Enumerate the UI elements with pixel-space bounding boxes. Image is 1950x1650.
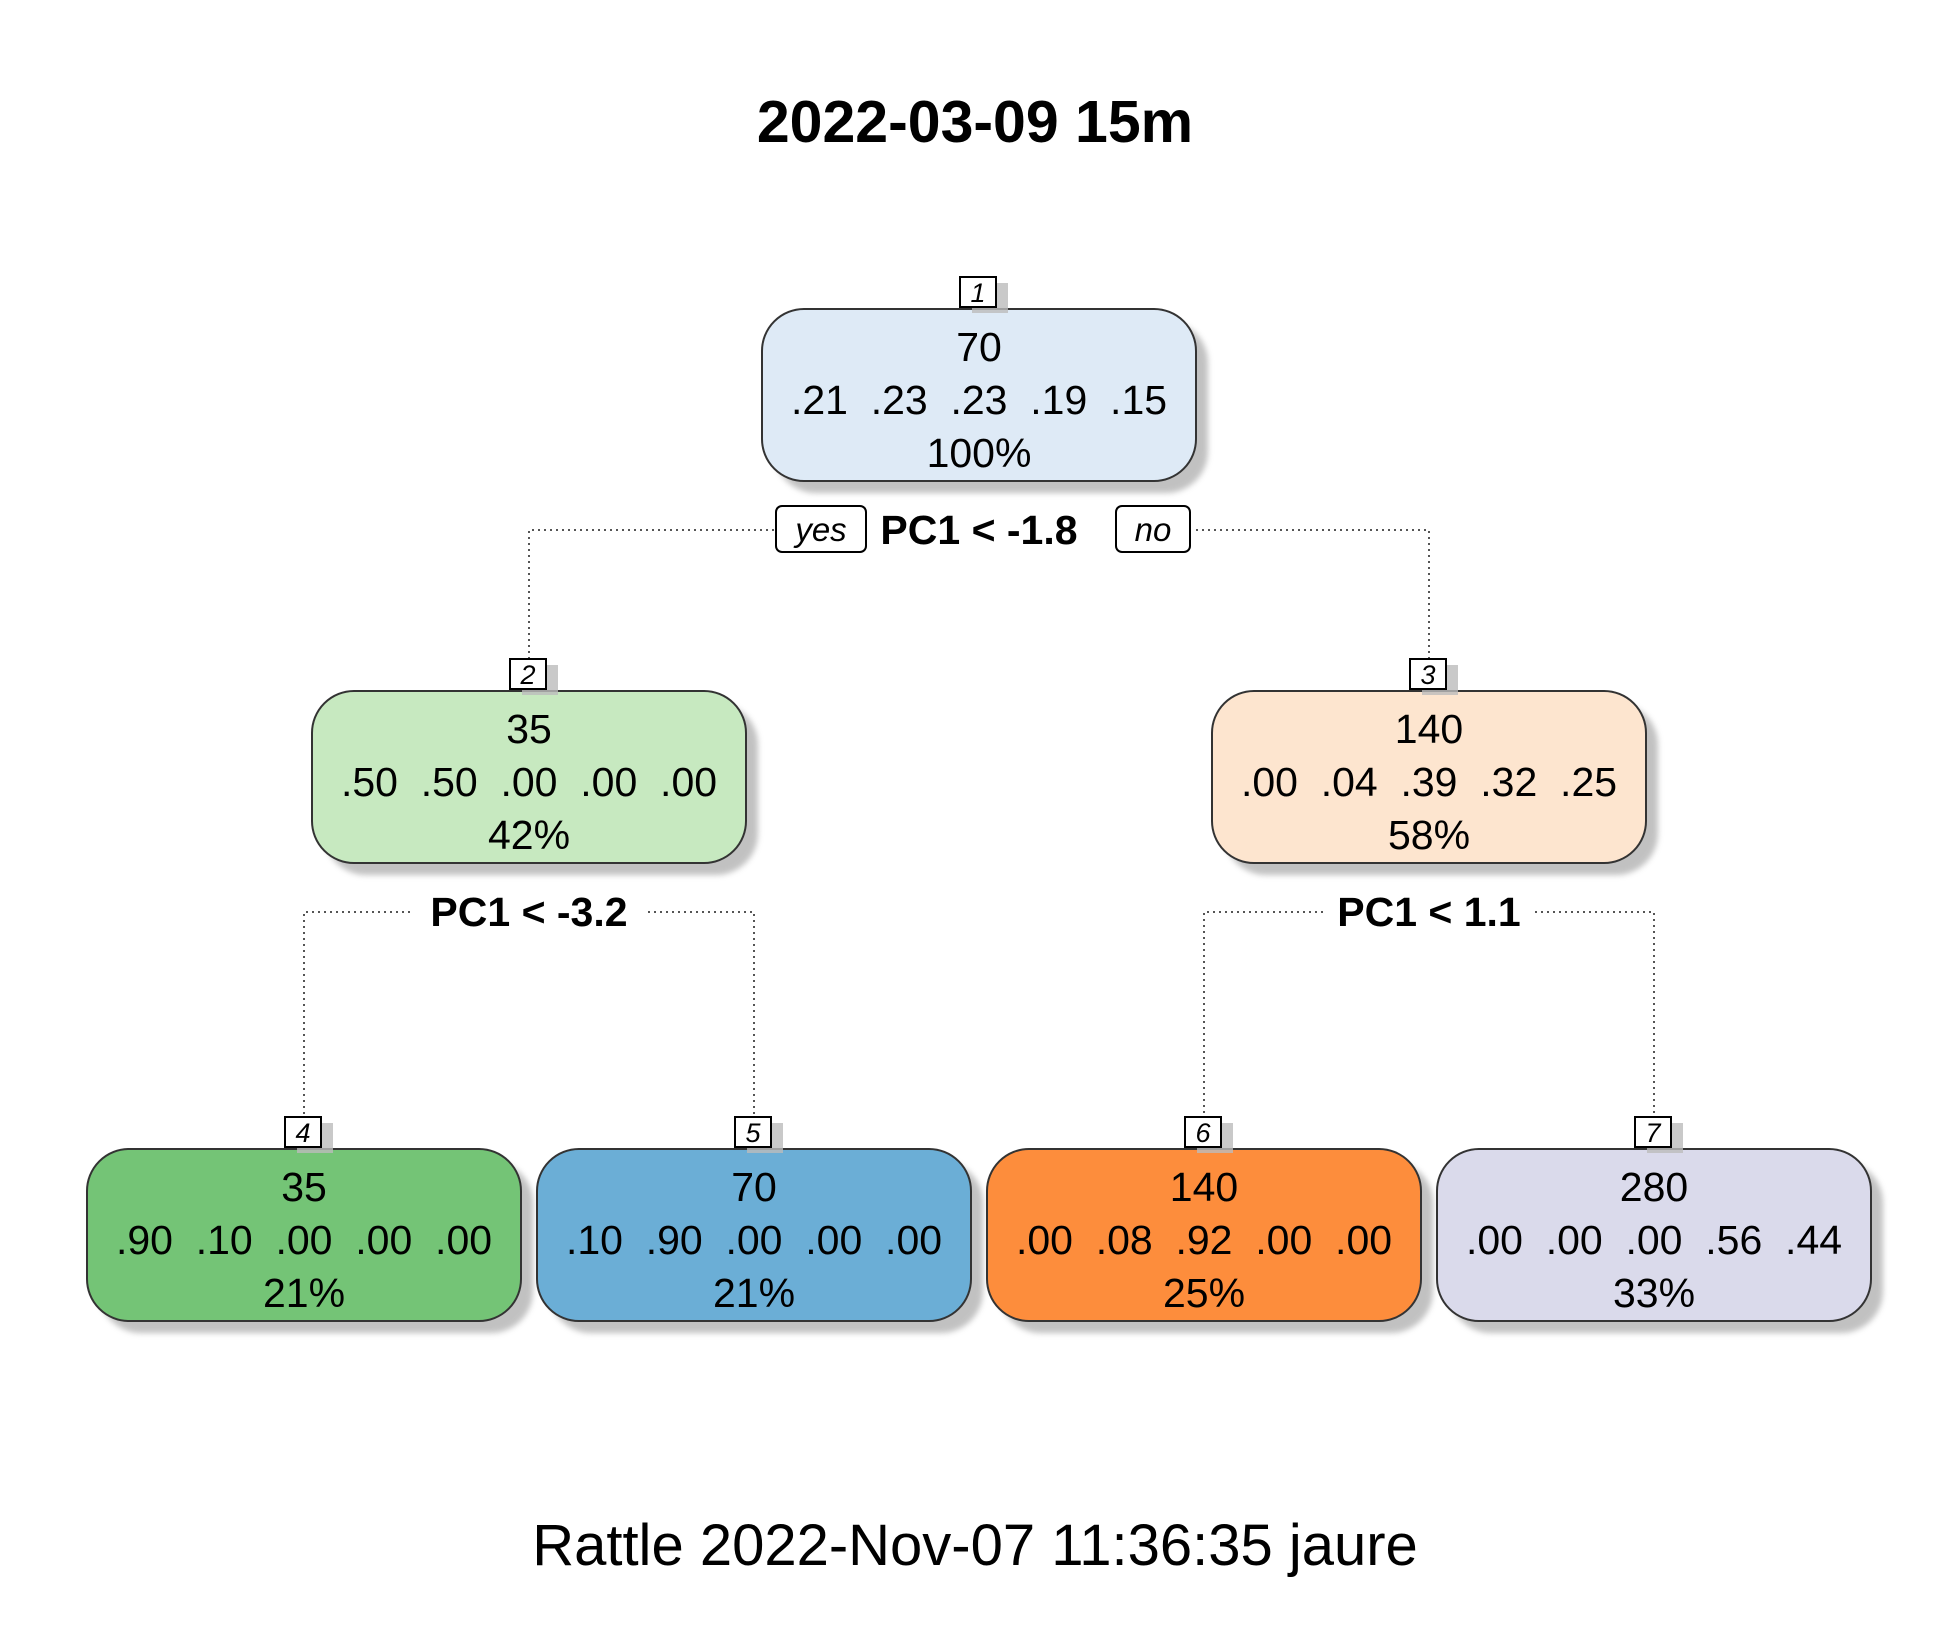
node-id-label: 4 xyxy=(295,1118,310,1148)
node-id-label: 3 xyxy=(1420,660,1435,690)
tree-node-3: 3 140 .00 .04 .39 .32 .25 58% xyxy=(1211,658,1658,875)
node-percent: 42% xyxy=(488,812,570,858)
node-id-tag xyxy=(959,276,997,308)
node-count: 70 xyxy=(731,1164,777,1210)
node-percent: 33% xyxy=(1613,1270,1695,1316)
node-percent: 21% xyxy=(713,1270,795,1316)
node-id-tag xyxy=(734,1116,772,1148)
node-probs: .00 .04 .39 .32 .25 xyxy=(1241,759,1617,805)
tree-edge-no xyxy=(1196,529,1430,661)
node-probs: .50 .50 .00 .00 .00 xyxy=(341,759,717,805)
no-tag xyxy=(1115,505,1191,553)
node-id-tag xyxy=(509,658,547,690)
node-probs: .00 .00 .00 .56 .44 xyxy=(1466,1217,1842,1263)
footer-caption: Rattle 2022-Nov-07 11:36:35 jaure xyxy=(532,1513,1418,1578)
split-label: PC1 < -1.8 xyxy=(880,507,1077,553)
node-probs: .21 .23 .23 .19 .15 xyxy=(791,377,1167,423)
node-count: 280 xyxy=(1620,1164,1688,1210)
tree-node-7: 7 280 .00 .00 .00 .56 .44 33% xyxy=(1436,1116,1883,1333)
node-percent: 25% xyxy=(1163,1270,1245,1316)
tree-edge-yes xyxy=(528,529,774,661)
split-label: PC1 < 1.1 xyxy=(1337,889,1520,935)
no-tag-label: no xyxy=(1135,511,1172,548)
yes-tag-label: yes xyxy=(793,511,846,548)
node-id-tag xyxy=(1409,658,1447,690)
node-percent: 21% xyxy=(263,1270,345,1316)
node-count: 35 xyxy=(281,1164,327,1210)
chart-title: 2022-03-09 15m xyxy=(756,89,1194,155)
tree-node-4: 4 35 .90 .10 .00 .00 .00 21% xyxy=(86,1116,533,1333)
node-count: 35 xyxy=(506,706,552,752)
node-id-label: 6 xyxy=(1195,1118,1211,1148)
tree-edge-no xyxy=(1535,911,1655,1119)
tree-node-2: 2 35 .50 .50 .00 .00 .00 42% xyxy=(311,658,758,875)
node-id-label: 2 xyxy=(519,660,535,690)
node-id-label: 7 xyxy=(1645,1118,1661,1148)
node-count: 140 xyxy=(1170,1164,1238,1210)
split-label: PC1 < -3.2 xyxy=(430,889,627,935)
tree-edge-yes xyxy=(1203,911,1323,1119)
node-percent: 58% xyxy=(1388,812,1470,858)
node-id-label: 1 xyxy=(970,278,985,308)
tree-edge-no xyxy=(648,911,755,1119)
tree-node-5: 5 70 .10 .90 .00 .00 .00 21% xyxy=(536,1116,983,1333)
node-id-tag xyxy=(1634,1116,1672,1148)
yes-tag xyxy=(775,505,867,553)
node-id-tag xyxy=(284,1116,322,1148)
node-id-label: 5 xyxy=(745,1118,761,1148)
node-id-tag xyxy=(1184,1116,1222,1148)
tree-node-6: 6 140 .00 .08 .92 .00 .00 25% xyxy=(986,1116,1433,1333)
node-probs: .10 .90 .00 .00 .00 xyxy=(566,1217,942,1263)
node-probs: .90 .10 .00 .00 .00 xyxy=(116,1217,492,1263)
tree-edge-yes xyxy=(303,911,410,1119)
tree-node-1: 1 70 .21 .23 .23 .19 .15 100% xyxy=(761,276,1208,493)
node-count: 140 xyxy=(1395,706,1463,752)
node-probs: .00 .08 .92 .00 .00 xyxy=(1016,1217,1392,1263)
node-percent: 100% xyxy=(927,430,1032,476)
node-count: 70 xyxy=(956,324,1002,370)
